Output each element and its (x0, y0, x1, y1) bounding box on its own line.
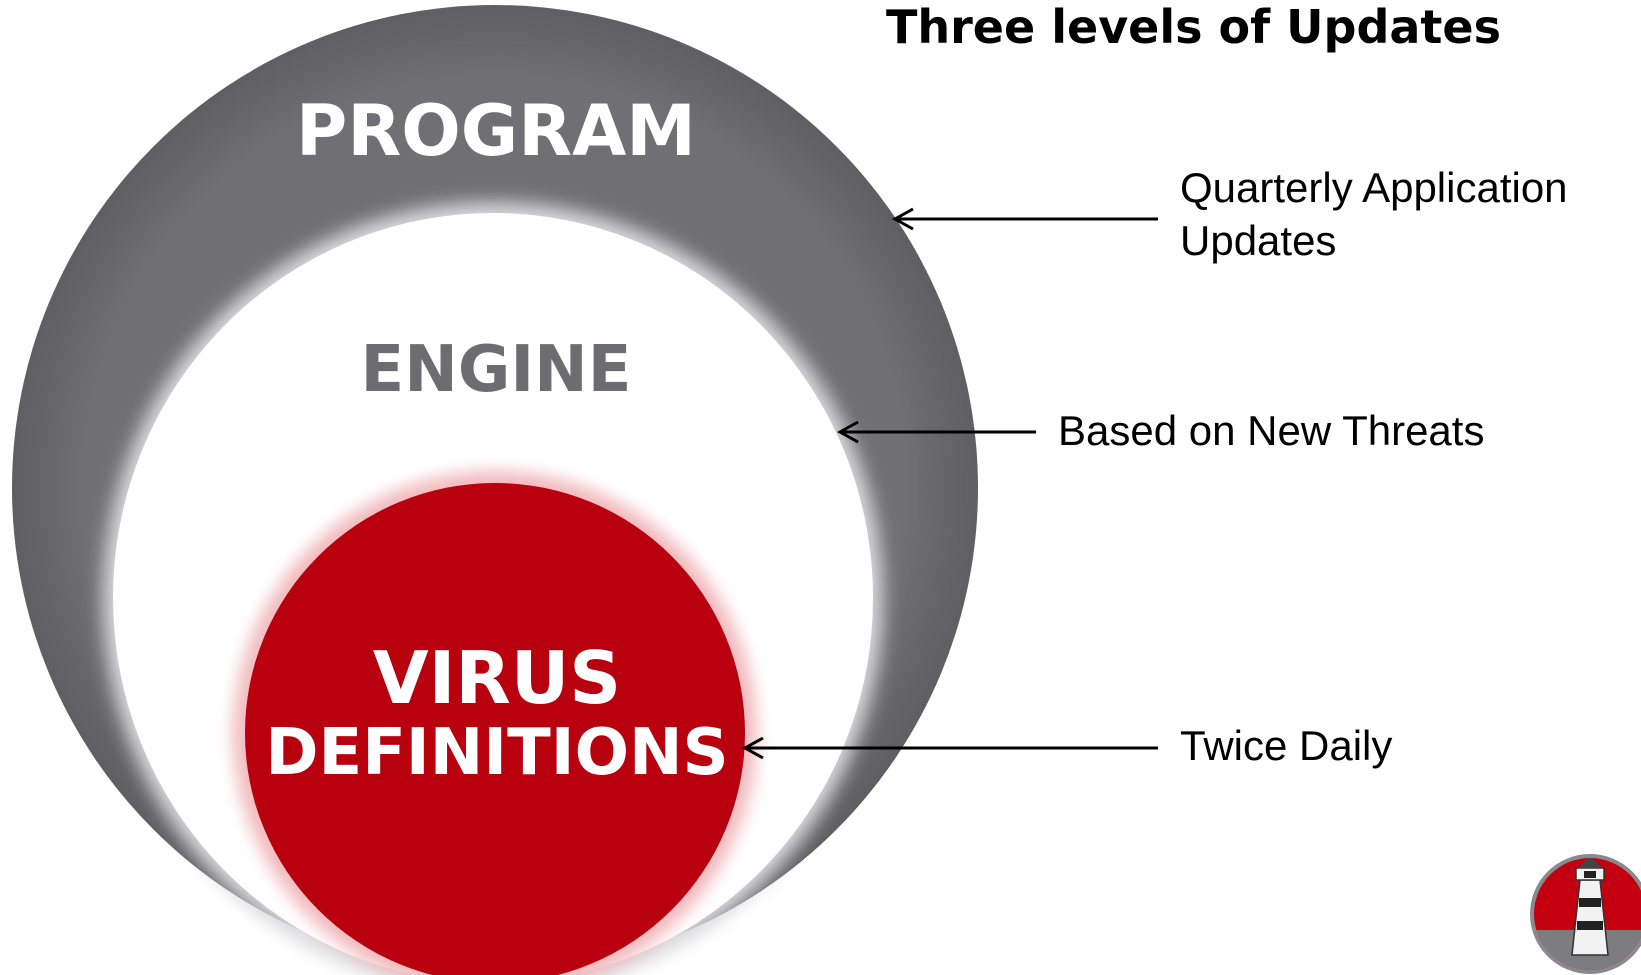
program-arrow-head (891, 207, 914, 231)
virus-arrow-head (741, 736, 764, 760)
program-label: PROGRAM (296, 90, 696, 172)
engine-label: ENGINE (361, 333, 632, 407)
virus-label: VIRUS (373, 636, 621, 720)
engine-callout: Based on New Threats (1058, 407, 1485, 454)
program-callout: Quarterly Application Updates (1180, 162, 1568, 267)
program-callout-line1: Quarterly Application (1180, 164, 1568, 211)
page-title: Three levels of Updates (886, 0, 1501, 54)
lighthouse-icon (1530, 854, 1641, 974)
engine-arrow-head (836, 420, 859, 444)
program-callout-line2: Updates (1180, 216, 1337, 264)
virus-circle (245, 483, 745, 975)
virus-callout: Twice Daily (1180, 722, 1393, 769)
definitions-label: DEFINITIONS (265, 716, 728, 790)
